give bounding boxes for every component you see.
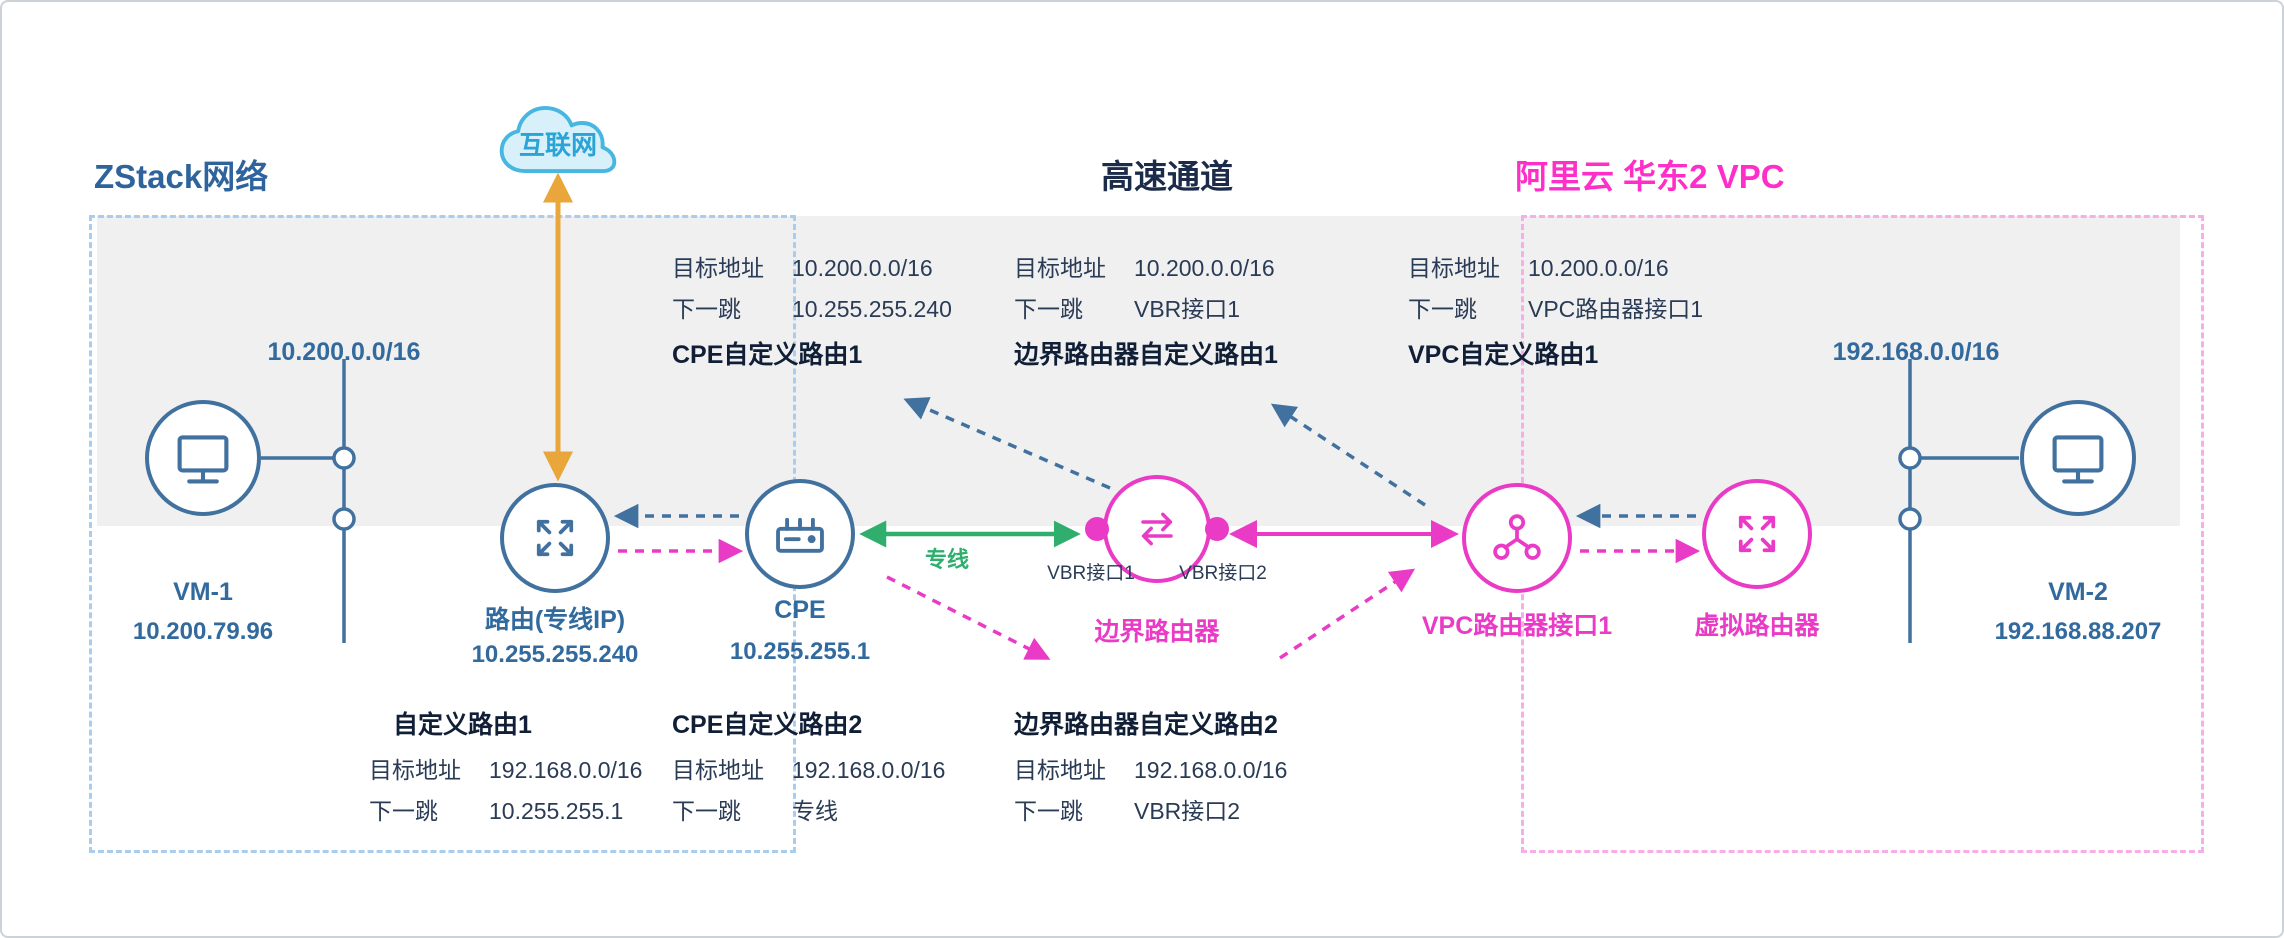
vbr-interface2-dot — [1205, 517, 1229, 541]
vbr-interface1-label: VBR接口1 — [1047, 563, 1135, 584]
vpcif-to-vbr-route-arrow — [1270, 403, 1426, 507]
aliyun-vpc-title: 阿里云 华东2 VPC — [1515, 158, 1785, 195]
border-router-name: 边界路由器 — [1094, 618, 1220, 646]
vm2-name: VM-2 — [2048, 578, 2108, 606]
network-attach-node — [1898, 446, 1922, 470]
route-table-custom-1: 自定义路由1 目标地址 192.168.0.0/16 下一跳 10.255.25… — [369, 702, 642, 832]
route-row: 下一跳 专线 — [672, 798, 838, 824]
network-share-icon — [1493, 514, 1541, 560]
route-row: 下一跳 10.255.255.1 — [369, 798, 624, 824]
cpe-node — [745, 479, 855, 589]
route-row: 目标地址 192.168.0.0/16 — [672, 757, 946, 783]
virtual-router-name: 虚拟路由器 — [1694, 612, 1820, 640]
route-table-title: 边界路由器自定义路由1 — [1014, 341, 1278, 369]
vm2-ip: 192.168.88.207 — [1994, 618, 2162, 645]
route-row: 下一跳 VBR接口2 — [1014, 798, 1241, 824]
route-table-title: VPC自定义路由1 — [1408, 341, 1599, 369]
cpe-device-icon — [776, 517, 824, 553]
zstack-section-title: ZStack网络 — [94, 158, 269, 195]
monitor-icon — [2052, 435, 2104, 484]
route-table-cpe-1: 目标地址 10.200.0.0/16 下一跳 10.255.255.240 CP… — [672, 248, 952, 378]
router-ip: 10.255.255.240 — [471, 641, 639, 668]
router-node — [500, 483, 610, 593]
vm1-ip: 10.200.79.96 — [132, 618, 274, 645]
zstack-network-line — [261, 359, 346, 643]
internet-cloud-icon — [499, 106, 617, 174]
vbr-to-cpe-route-arrow — [903, 397, 1111, 490]
vbr-interface1-dot — [1085, 517, 1109, 541]
vbr-to-vpcif-route-arrow — [1279, 568, 1416, 660]
router-arrows-icon — [1738, 515, 1776, 553]
route-table-title: 自定义路由1 — [393, 711, 532, 739]
virtual-router-node — [1702, 479, 1812, 589]
vpc-router-interface-name: VPC路由器接口1 — [1421, 612, 1613, 640]
cpe-ip: 10.255.255.1 — [729, 638, 871, 665]
vpc-network-cidr: 192.168.0.0/16 — [1832, 338, 2000, 366]
transfer-arrows-icon — [1141, 512, 1173, 546]
zstack-network-cidr: 10.200.0.0/16 — [267, 338, 421, 366]
express-connect-title: 高速通道 — [1101, 158, 1233, 195]
route-row: 目标地址 10.200.0.0/16 — [1408, 255, 1669, 281]
vm1-node — [145, 400, 261, 516]
router-name: 路由(专线IP) — [484, 606, 626, 634]
route-table-cpe-2: CPE自定义路由2 目标地址 192.168.0.0/16 下一跳 专线 — [672, 702, 945, 832]
vbr-interface2-label: VBR接口2 — [1179, 563, 1267, 584]
network-attach-node — [332, 507, 356, 531]
route-row: 目标地址 192.168.0.0/16 — [1014, 757, 1288, 783]
route-table-vbr-1: 目标地址 10.200.0.0/16 下一跳 VBR接口1 边界路由器自定义路由… — [1014, 248, 1278, 378]
network-attach-node — [332, 446, 356, 470]
route-table-title: CPE自定义路由2 — [672, 711, 863, 739]
route-row: 目标地址 192.168.0.0/16 — [369, 757, 643, 783]
border-router-node — [1103, 475, 1211, 583]
route-row: 目标地址 10.200.0.0/16 — [672, 255, 933, 281]
route-row: 下一跳 VPC路由器接口1 — [1408, 296, 1704, 322]
route-table-title: CPE自定义路由1 — [672, 341, 863, 369]
router-arrows-icon — [536, 519, 574, 557]
cpe-to-vbr-route-arrow — [886, 575, 1051, 660]
route-row: 目标地址 10.200.0.0/16 — [1014, 255, 1275, 281]
internet-label: 互联网 — [518, 130, 597, 160]
vm2-node — [2020, 400, 2136, 516]
route-row: 下一跳 VBR接口1 — [1014, 296, 1241, 322]
network-attach-node — [1898, 507, 1922, 531]
vm1-name: VM-1 — [173, 578, 233, 606]
vpc-network-line — [1908, 359, 2019, 643]
gray-band — [97, 216, 2180, 526]
monitor-icon — [177, 435, 229, 484]
route-table-vpc-1: 目标地址 10.200.0.0/16 下一跳 VPC路由器接口1 VPC自定义路… — [1408, 248, 1703, 378]
vpc-router-interface-node — [1462, 483, 1572, 593]
route-table-title: 边界路由器自定义路由2 — [1014, 711, 1278, 739]
route-table-vbr-2: 边界路由器自定义路由2 目标地址 192.168.0.0/16 下一跳 VBR接… — [1014, 702, 1287, 832]
route-row: 下一跳 10.255.255.240 — [672, 296, 952, 322]
leased-line-label: 专线 — [924, 547, 969, 572]
cpe-name: CPE — [774, 596, 826, 624]
